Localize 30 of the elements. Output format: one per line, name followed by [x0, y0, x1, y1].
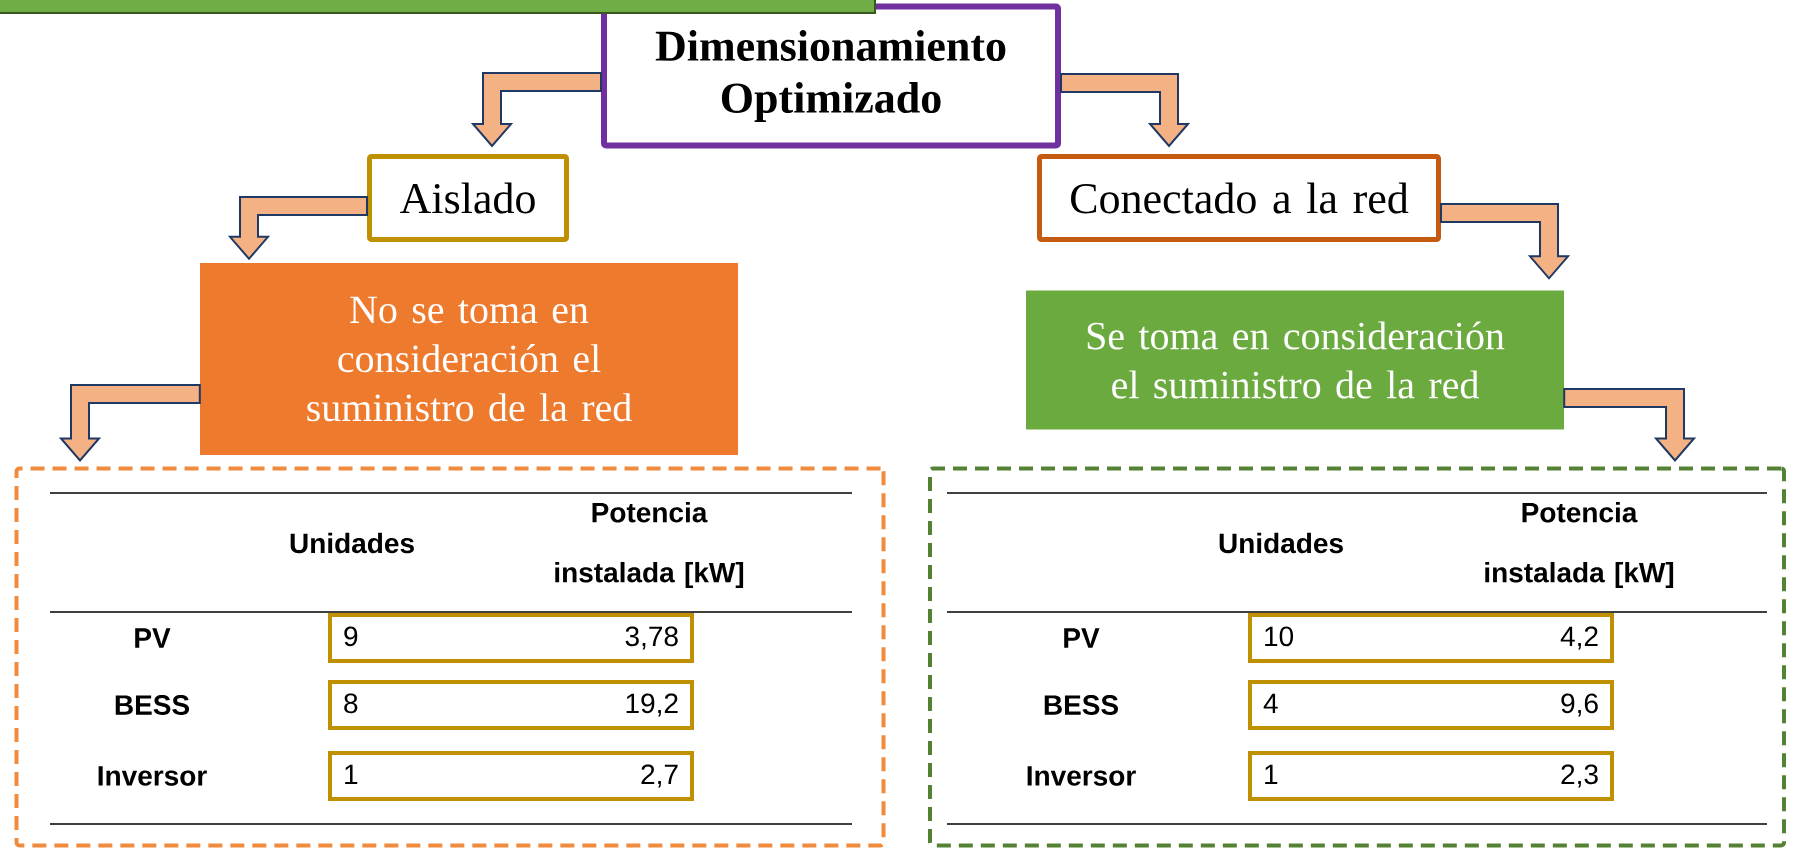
column-header: Potencia instalada [kW]	[1485, 501, 1674, 589]
column-header: Potencia instalada [kW]	[555, 501, 744, 589]
row-label: Inversor	[98, 766, 207, 786]
block-arrow	[1060, 73, 1191, 148]
row-label: PV	[1064, 628, 1100, 648]
row-label: BESS	[115, 695, 190, 715]
block-arrow	[58, 384, 201, 463]
row-label: BESS	[1044, 695, 1119, 715]
process-box: Dimensionamiento Optimizado	[601, 3, 1061, 149]
column-header: Unidades	[1219, 532, 1343, 554]
value-row-box: 10 4,2	[1248, 613, 1614, 663]
value-row-box: 8 19,2	[328, 680, 694, 730]
table-frame	[928, 466, 1786, 848]
block-arrow	[1563, 388, 1697, 463]
value-row-box: 1 2,7	[328, 751, 694, 801]
block-arrow	[1440, 203, 1571, 280]
block-arrow	[470, 72, 602, 148]
banner-bar	[0, 0, 876, 14]
table-frame	[14, 466, 886, 848]
block-arrow	[227, 196, 368, 261]
process-box: Se toma en consideración el suministro de la red	[1026, 290, 1564, 430]
process-box: Conectado a la red	[1037, 154, 1441, 242]
value-row-box: 9 3,78	[328, 613, 694, 663]
process-box: No se toma en consideración el suministro de la red	[200, 263, 738, 455]
row-label: PV	[135, 628, 171, 648]
row-label: Inversor	[1027, 766, 1136, 786]
value-row-box: 1 2,3	[1248, 751, 1614, 801]
column-header: Unidades	[290, 532, 414, 554]
value-row-box: 4 9,6	[1248, 680, 1614, 730]
process-box: Aislado	[367, 154, 569, 242]
